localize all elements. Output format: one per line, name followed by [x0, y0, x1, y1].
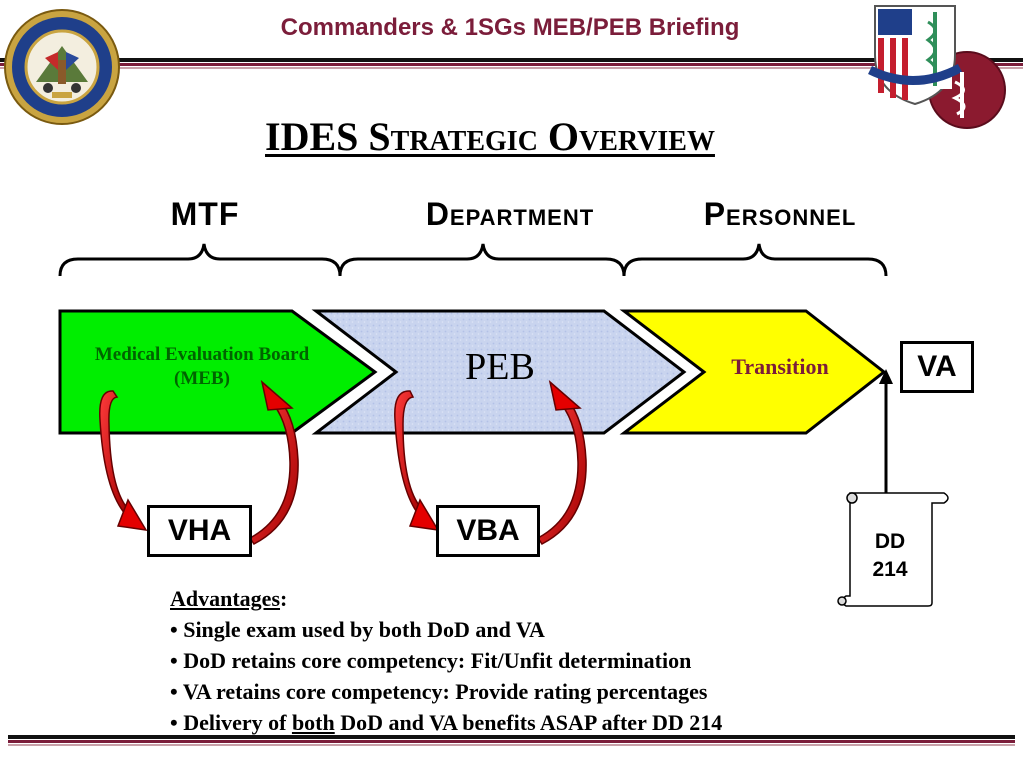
advantage-text: DoD retains core competency: Fit/Unfit d…: [183, 648, 692, 673]
peb-to-vba-arrow: [394, 390, 440, 531]
footer-rule: [8, 735, 1015, 746]
advantage-text: Delivery of: [183, 710, 292, 735]
bullet-icon: •: [170, 679, 178, 704]
advantage-item: • Delivery of both DoD and VA benefits A…: [170, 707, 722, 738]
vha-box: VHA: [147, 505, 252, 557]
header-rule: [0, 58, 1023, 69]
army-medical-logo: [868, 5, 1006, 129]
advantage-text: VA retains core competency: Provide rati…: [182, 679, 708, 704]
bullet-icon: •: [170, 617, 178, 642]
vba-box: VBA: [436, 505, 540, 557]
meb-label-line2: (MEB): [174, 368, 230, 389]
meb-label: Medical Evaluation Board (MEB): [62, 343, 342, 391]
section-label-mtf: MTF: [170, 196, 240, 232]
advantages-list: Advantages: • Single exam used by both D…: [170, 583, 722, 738]
dd214-label: DD 214: [855, 528, 925, 584]
meb-to-vha-arrow: [99, 390, 148, 531]
transition-shape: [619, 309, 887, 435]
advantage-item: • DoD retains core competency: Fit/Unfit…: [170, 645, 722, 676]
dd214-scroll: [837, 492, 949, 607]
advantage-text: DoD and VA benefits ASAP after DD 214: [334, 710, 723, 735]
peb-label: PEB: [465, 346, 535, 388]
peb-shape: [311, 309, 687, 435]
brace-department: [338, 243, 626, 277]
header-title: Commanders & 1SGs MEB/PEB Briefing: [280, 14, 740, 41]
advantage-item: • VA retains core competency: Provide ra…: [170, 676, 722, 707]
bullet-icon: •: [170, 648, 178, 673]
advantages-heading-row: Advantages:: [170, 583, 722, 614]
brace-mtf: [58, 243, 342, 277]
slide-title: IDES Strategic Overview: [265, 114, 715, 159]
dd214-label-line1: DD: [874, 530, 906, 553]
dd214-label-line2: 214: [872, 558, 908, 581]
vha-to-meb-arrow: [248, 379, 299, 545]
advantages-heading: Advantages: [170, 586, 281, 611]
advantage-item: • Single exam used by both DoD and VA: [170, 614, 722, 645]
meb-shape: [58, 309, 378, 435]
advantage-emphasis: both: [291, 710, 335, 735]
vba-to-peb-arrow: [536, 379, 587, 545]
meb-label-line1: Medical Evaluation Board: [94, 344, 310, 365]
section-label-personnel: Personnel: [703, 196, 857, 232]
bullet-icon: •: [170, 710, 178, 735]
brace-personnel: [622, 243, 888, 277]
va-box: VA: [900, 341, 974, 393]
dd214-to-va-arrow: [879, 369, 893, 493]
section-label-department: Department: [425, 196, 595, 232]
army-seal-logo: [4, 9, 120, 125]
advantage-text: Single exam used by both DoD and VA: [183, 617, 545, 642]
advantages-heading-colon: :: [280, 586, 288, 611]
transition-label: Transition: [731, 354, 829, 379]
